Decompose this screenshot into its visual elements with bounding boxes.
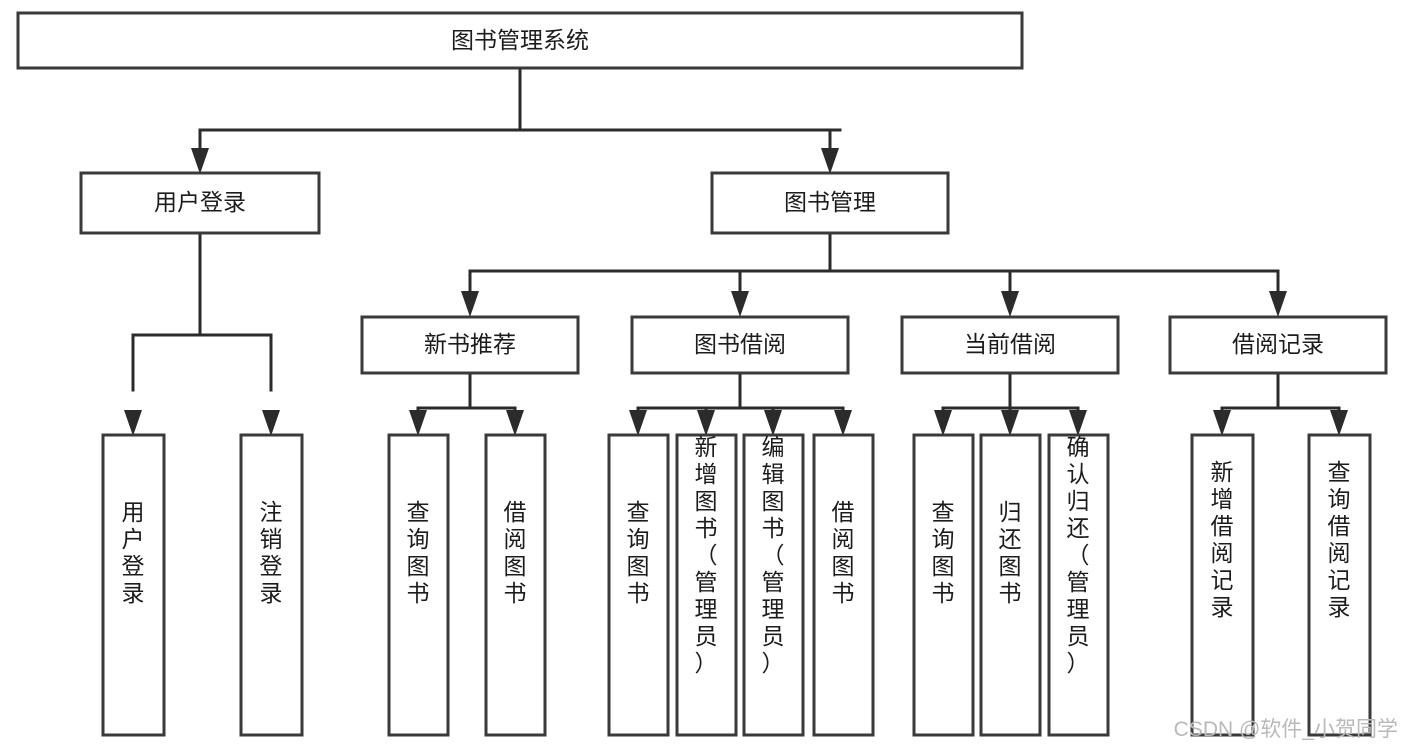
arrow-to-leaf-edit-book	[764, 410, 782, 436]
arrow-to-leaf-query-record	[1330, 410, 1348, 436]
leaf-borrow-book[interactable]: 借阅图书	[812, 433, 875, 737]
arrow-to-leaf-borrow-book-1	[506, 410, 524, 436]
arrow-to-new-book-recommend	[461, 291, 479, 317]
arrow-to-leaf-user-login	[124, 410, 142, 436]
leaf-logout-label: 注销登录	[260, 499, 283, 606]
leaf-confirm-return[interactable]: 确认归还（管理员）	[1047, 433, 1110, 737]
node-root-system[interactable]: 图书管理系统	[16, 11, 1024, 70]
connectors-book-borrow-to-leaves	[629, 371, 852, 436]
arrow-to-leaf-return-book	[1001, 410, 1019, 436]
arrow-to-book-borrow	[731, 291, 749, 317]
arrow-to-book-management	[821, 148, 839, 174]
node-new-book-recommend[interactable]: 新书推荐	[360, 315, 580, 375]
node-root-system-label: 图书管理系统	[451, 27, 589, 53]
arrow-to-leaf-query-book-3	[934, 410, 952, 436]
leaf-logout[interactable]: 注销登录	[239, 433, 304, 737]
leaf-edit-book-label: 编辑图书（管理员）	[762, 434, 785, 676]
leaf-query-book-current-label: 查询图书	[932, 499, 955, 606]
arrow-to-leaf-confirm-return	[1069, 410, 1087, 436]
node-book-management-label: 图书管理	[784, 189, 876, 215]
leaf-query-book-recommend-label: 查询图书	[407, 499, 430, 606]
arrow-to-leaf-query-book-2	[629, 410, 647, 436]
connectors-book-management-to-level3	[461, 231, 1287, 317]
connectors-borrow-record-to-leaves	[1213, 371, 1348, 436]
node-new-book-recommend-label: 新书推荐	[424, 331, 516, 357]
leaf-query-book-borrow-label: 查询图书	[627, 499, 650, 606]
node-book-borrow[interactable]: 图书借阅	[630, 315, 850, 375]
leaf-confirm-return-label: 确认归还（管理员）	[1067, 434, 1090, 676]
leaf-add-book-label: 新增图书（管理员）	[695, 434, 718, 676]
csdn-watermark: CSDN @软件_小贺同学	[1174, 718, 1398, 741]
node-current-borrow-label: 当前借阅	[964, 331, 1056, 357]
leaf-add-book[interactable]: 新增图书（管理员）	[675, 433, 738, 737]
node-current-borrow[interactable]: 当前借阅	[900, 315, 1120, 375]
node-book-management[interactable]: 图书管理	[710, 171, 950, 235]
node-user-login-label: 用户登录	[154, 189, 246, 215]
leaf-return-book[interactable]: 归还图书	[979, 433, 1042, 737]
connectors-current-borrow-to-leaves	[934, 371, 1087, 436]
node-borrow-record-label: 借阅记录	[1232, 331, 1324, 357]
arrow-to-leaf-add-record	[1213, 410, 1231, 436]
node-user-login[interactable]: 用户登录	[79, 171, 321, 235]
arrow-to-leaf-borrow-book-2	[834, 410, 852, 436]
leaf-borrow-book-recommend-label: 借阅图书	[504, 499, 527, 606]
leaf-add-borrow-record[interactable]: 新增借阅记录	[1190, 433, 1255, 737]
leaf-query-book-borrow[interactable]: 查询图书	[607, 433, 670, 737]
leaf-borrow-book-recommend[interactable]: 借阅图书	[484, 433, 547, 737]
leaf-query-book-current[interactable]: 查询图书	[912, 433, 975, 737]
arrow-to-leaf-logout	[262, 410, 280, 436]
leaf-borrow-book-label: 借阅图书	[832, 499, 855, 606]
arrow-to-leaf-add-book	[697, 410, 715, 436]
leaf-user-login-label: 用户登录	[122, 499, 145, 606]
leaf-add-borrow-record-label: 新增借阅记录	[1211, 459, 1234, 620]
arrow-to-leaf-query-book-1	[409, 410, 427, 436]
arrow-to-current-borrow	[1001, 291, 1019, 317]
leaf-return-book-label: 归还图书	[999, 499, 1022, 606]
connectors-new-book-recommend-to-leaves	[409, 371, 524, 436]
node-book-borrow-label: 图书借阅	[694, 331, 786, 357]
connectors-root-to-level2	[191, 66, 842, 174]
arrow-to-user-login	[191, 148, 209, 174]
leaf-user-login[interactable]: 用户登录	[101, 433, 166, 737]
node-borrow-record[interactable]: 借阅记录	[1168, 315, 1388, 375]
leaf-edit-book[interactable]: 编辑图书（管理员）	[742, 433, 805, 737]
leaf-query-book-recommend[interactable]: 查询图书	[387, 433, 450, 737]
connectors-user-login-to-leaves	[124, 231, 280, 436]
leaf-query-borrow-record-label: 查询借阅记录	[1328, 459, 1351, 620]
arrow-to-borrow-record	[1269, 291, 1287, 317]
leaf-query-borrow-record[interactable]: 查询借阅记录	[1307, 433, 1372, 737]
